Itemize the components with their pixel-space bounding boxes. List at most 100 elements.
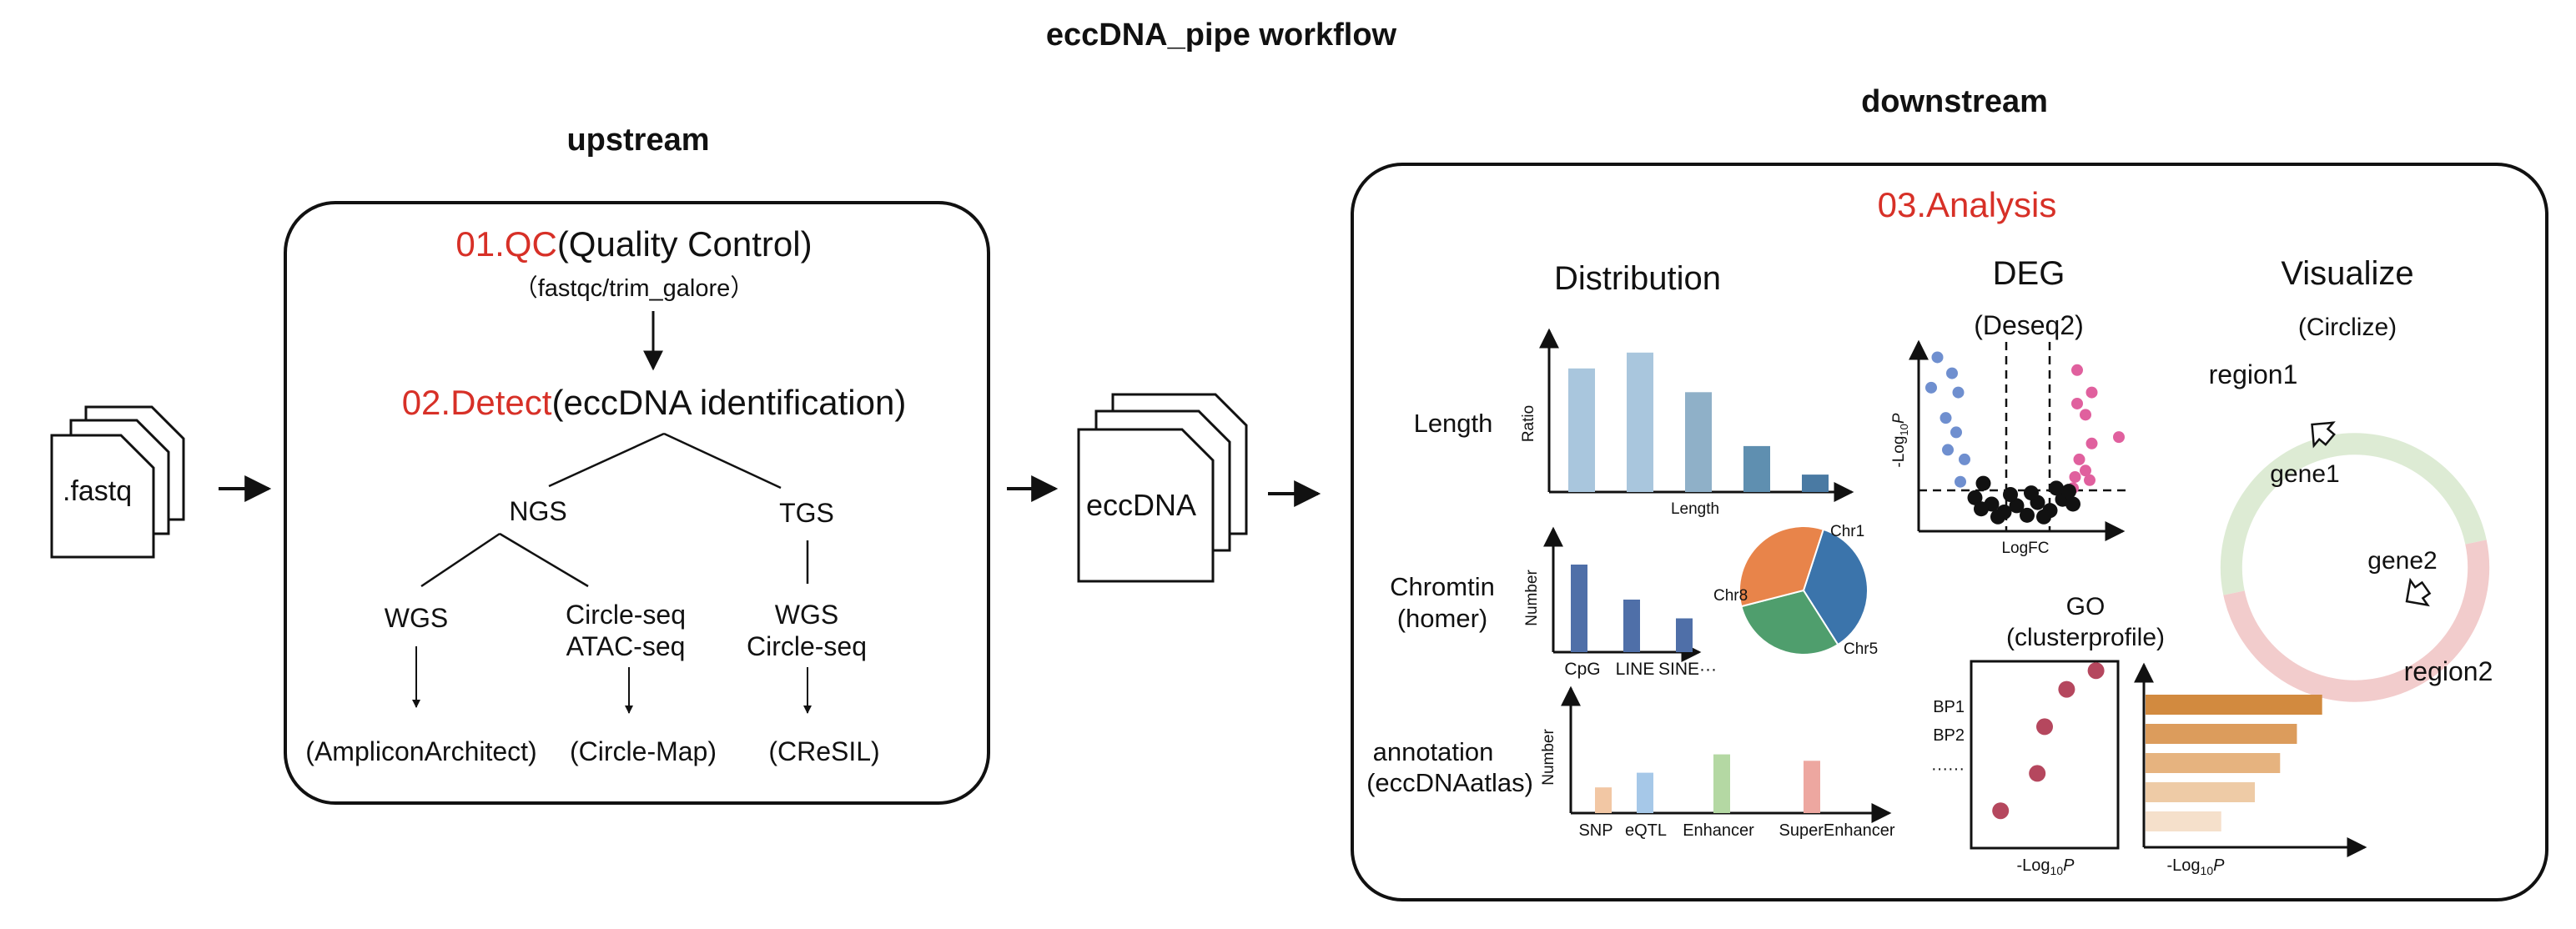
region2-label: region2 [2404,656,2493,686]
upstream-heading: upstream [566,123,709,158]
length-x-label: Length [1671,500,1719,518]
pie-slice [1802,528,1869,646]
annotation-tick-label: SuperEnhancer [1779,821,1895,840]
gene1-arrow-icon [2311,421,2336,449]
volcano-point [1974,501,1989,517]
volcano-point [1952,386,1965,399]
volcano-point [2049,480,2064,496]
annotation-side-sub: (eccDNAatlas) [1366,768,1533,797]
circlize-ring [2220,421,2490,702]
tree-edge [663,432,782,490]
go-dot-frame [1970,660,2120,850]
detect-step: 02.Detect(eccDNA identification) [402,383,907,422]
annotation-bar [1595,787,1612,813]
chromtin-side-sub: (homer) [1397,604,1488,633]
length-bar [1685,392,1712,492]
volcano-point [1931,351,1944,364]
volcano-point [2071,364,2083,376]
upstream-panel [284,201,990,805]
downstream-heading: downstream [1861,84,2048,119]
go-dot [2058,680,2075,698]
volcano-point [2061,484,2076,500]
annotation-tick-label: eQTL [1625,821,1667,840]
go-bar [2146,782,2256,802]
go-bar-chart: -Log10P [2134,662,2367,877]
analysis-step: 03.Analysis [1878,185,2057,224]
chromtin-bar [1623,600,1640,652]
pie-slice-label: Chr8 [1713,587,1748,605]
chromtin-tick-label: LINE [1616,660,1655,679]
go-term-label: BP1 [1933,698,1965,716]
qc-step: 01.QC(Quality Control) [455,224,812,264]
circle-seq-label: Circle-seq [566,600,686,630]
volcano-point [1959,453,1970,465]
go-bar [2146,753,2281,773]
annotation-y-label: Number [1540,729,1557,786]
volcano-y-label: -Log10P [1890,413,1910,468]
deg-heading: DEG [1993,255,2065,292]
volcano-point [2009,498,2025,514]
length-bar [1568,368,1595,492]
distribution-heading: Distribution [1554,260,1721,297]
go-term-label: ······ [1931,760,1965,778]
length-bar [1802,475,1829,492]
visualize-heading: Visualize [2281,255,2413,292]
pie-slice [1740,589,1839,655]
volcano-point [1975,475,1991,491]
volcano-point [2113,431,2125,444]
volcano-point [2065,496,2080,512]
chromtin-bar [1571,565,1587,652]
downstream-panel [1351,163,2548,901]
tgs-label: TGS [779,498,834,528]
go-heading: GO [2066,593,2106,620]
annotation-bar [1637,772,1653,813]
volcano-point [1942,444,1954,456]
tree-edge [548,432,665,488]
volcano-point [2071,397,2083,409]
go-dot [2036,718,2053,736]
go-dot [2029,765,2046,782]
chromtin-tick-label: CpG [1564,660,1600,679]
deg-sub: (Deseq2) [1974,310,2084,340]
eccdna-label: eccDNA [1086,488,1196,522]
tool-circle-map: (Circle-Map) [570,736,717,766]
volcano-point [2085,437,2098,449]
chromtin-side-label: Chromtin [1390,572,1495,601]
region1-arc [2220,433,2487,595]
go-bar [2146,695,2322,715]
volcano-point [2036,509,2051,525]
volcano-point [2084,474,2096,486]
tool-cresil: (CReSIL) [768,736,879,766]
volcano-point [1967,490,1983,505]
volcano-point [2069,470,2081,483]
annotation-bar [1713,754,1730,813]
chromtin-tick-label: SINE··· [1658,660,1717,679]
tgs-circle-seq-label: Circle-seq [747,631,867,661]
pie-slice-label: Chr1 [1830,523,1864,540]
eccdna-file-stack-icon [1077,393,1248,583]
gene2-label: gene2 [2367,547,2437,575]
ngs-label: NGS [509,496,566,526]
volcano-point [1955,475,1966,488]
qc-tools: （fastqc/trim_galore） [514,275,755,302]
go-bar [2146,724,2297,744]
pie-slice [1738,525,1825,608]
annotation-tick-label: Enhancer [1683,821,1754,840]
volcano-point [1990,509,2005,525]
fastq-label: .fastq [63,475,132,507]
volcano-point [2080,409,2091,421]
tool-amplicon-architect: (AmpliconArchitect) [305,736,536,766]
volcano-point [1940,412,1952,424]
chromtin-bar [1676,618,1693,652]
go-dot [2087,662,2105,680]
length-chart: Ratio Length [1520,328,1854,518]
gene2-arrow-icon [2405,577,2432,607]
tree-edge [499,532,589,588]
annotation-bar [1804,761,1820,813]
atac-seq-label: ATAC-seq [566,631,686,661]
volcano-x-label: LogFC [2001,540,2049,557]
